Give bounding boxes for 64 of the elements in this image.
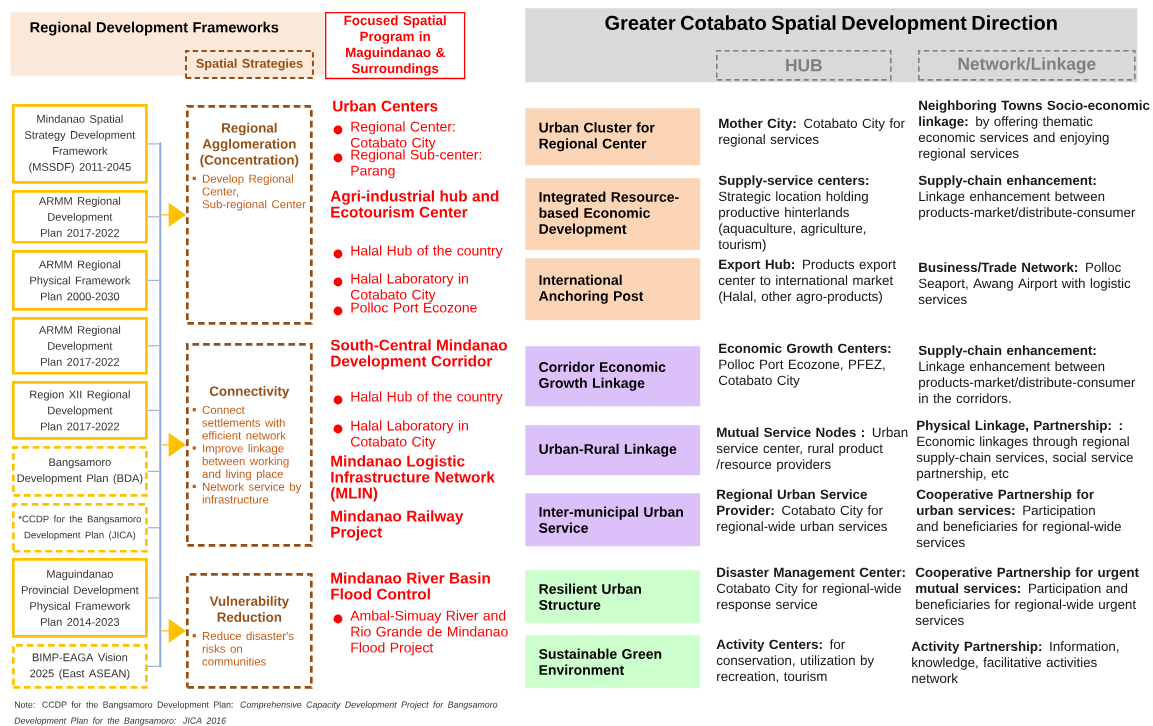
direction-text: Activity Partnership: Information, knowledge, facilitative activities network: [911, 641, 1119, 684]
category-box: Resilient Urban Structure: [525, 570, 701, 624]
program-box: Focused Spatial Program in Maguindanao & Surroundings: [325, 12, 466, 80]
bus-bar: [159, 142, 162, 668]
framework-box: ARMM Regional Physical Framework Plan 2000-2030: [12, 250, 148, 311]
direction-text: Neighboring Towns Socio-economic linkage: by offering thematic economic services and enjoying regional services: [918, 100, 1150, 161]
dashed-tag: Spatial Strategies: [185, 50, 314, 79]
category-box: Urban-Rural Linkage: [525, 425, 701, 476]
direction-text: Export Hub: Products export center to international market (Halal, other agro-products): [718, 259, 896, 304]
dashed-tag: Network/Linkage: [918, 50, 1136, 81]
category-box: Sustainable Green Environment: [525, 635, 701, 689]
program-item: Halal Laboratory in Cotabato City: [351, 420, 468, 450]
connector-line: [147, 409, 160, 411]
program-item: Ambal-Simuay River and Rio Grande de Mindanao Flood Project: [350, 610, 508, 656]
strategy-box: Connectivity Connect settlements with efficient network Improve linkage between working and living place Network service by infrastructure: [186, 343, 313, 547]
direction-text: Economic Growth Centers: Polloc Port Ecozone, PFEZ, Cotabato City: [718, 343, 891, 388]
direction-text: Activity Centers: for conservation, utilization by recreation, tourism: [716, 639, 875, 683]
framework-box: *CCDP for the Bangsamoro Development Plan (JICA): [12, 503, 148, 553]
framework-box: Maguindanao Provincial Development Physical Framework Plan 2014-2023: [12, 558, 148, 638]
program-item: Regional Sub-center: Parang: [351, 149, 482, 179]
framework-box: Region XII Regional Development Plan 2017-2022: [12, 381, 148, 440]
category-box: Corridor Economic Growth Linkage: [525, 346, 701, 407]
dashed-tag: HUB: [716, 50, 892, 81]
connector-line: [147, 216, 160, 218]
direction-text: Mutual Service Nodes : Urban service center, rural product /resource providers: [716, 427, 908, 472]
direction-text: Cooperative Partnership for urban services: Participation and beneficiaries for regional-wide services: [916, 489, 1121, 548]
framework-box: Bangsamoro Development Plan (BDA): [12, 446, 148, 497]
connector-line: [147, 345, 160, 347]
connector-line: [147, 527, 160, 529]
program-heading: South-Central Mindanao Development Corridor: [330, 339, 507, 370]
direction-text: Business/Trade Network: Polloc Seaport, Awang Airport with logistic services: [918, 262, 1131, 305]
direction-text: Disaster Management Center: Cotabato City for regional-wide response service: [716, 567, 905, 612]
category-box: Integrated Resource-based Economic Development: [525, 178, 701, 250]
direction-text: Mother City: Cotabato City for regional services: [719, 118, 905, 147]
direction-text: Supply-service centers: Strategic location holding productive hinterlands (aquaculture, agriculture, tourism): [718, 175, 869, 252]
connector-line: [147, 470, 160, 472]
connector-line: [147, 597, 160, 599]
framework-box: Mindanao Spatial Strategy Development Framework (MSSDF) 2011-2045: [12, 104, 148, 184]
category-box: Inter-municipal Urban Service: [525, 493, 701, 547]
connector-line: [147, 143, 160, 145]
program-item: Halal Laboratory in Cotabato City: [351, 273, 468, 303]
direction-text: Supply-chain enhancement: Linkage enhancement between products-market/distribute-consumer: [918, 175, 1136, 220]
program-heading: Mindanao Railway Project: [331, 510, 464, 541]
program-item: Halal Hub of the country: [351, 245, 503, 259]
strategy-box: Vulnerability Reduction Reduce disaster's risks on communities: [186, 573, 313, 689]
program-heading: Mindanao River Basin Flood Control: [331, 572, 490, 600]
program-item: Polloc Port Ecozone: [351, 302, 477, 313]
connector-line: [147, 279, 160, 281]
direction-text: Cooperative Partnership for urgent mutual services: Participation and beneficiaries for regional-wide urgent services: [915, 567, 1139, 626]
program-item: Halal Hub of the country: [351, 391, 503, 405]
direction-text: Supply-chain enhancement: Linkage enhancement between products-market/distribute-consumer in the corridors.: [918, 345, 1136, 404]
category-box: International Anchoring Post: [525, 258, 701, 321]
strategy-box: Regional Agglomeration (Concentration) Develop Regional Center, Sub-regional Center: [186, 105, 313, 325]
direction-text: Physical Linkage, Partnership: : Economic linkages through regional supply-chain services, social service partnership, etc: [916, 420, 1133, 481]
category-box: Urban Cluster for Regional Center: [525, 108, 701, 166]
program-heading: Urban Centers: [333, 100, 438, 112]
framework-box: ARMM Regional Development Plan 2017-2022: [12, 190, 148, 244]
note: Note: CCDP for the Bangsamoro Development Plan: Comprehensive Capacity Development Project for Bangsamoro Development Plan for the Bangsamoro: JICA 2016: [14, 701, 498, 726]
connector-line: [147, 665, 160, 667]
framework-box: BIMP-EAGA Vision 2025 (East ASEAN): [12, 644, 148, 689]
program-heading: Mindanao Logistic Infrastructure Network (MLIN): [331, 455, 495, 502]
framework-box: ARMM Regional Development Plan 2017-2022: [12, 317, 148, 375]
program-heading: Agri-industrial hub and Ecotourism Center: [330, 190, 499, 218]
direction-text: Regional Urban Service Provider: Cotabato City for regional-wide urban services: [717, 489, 887, 534]
